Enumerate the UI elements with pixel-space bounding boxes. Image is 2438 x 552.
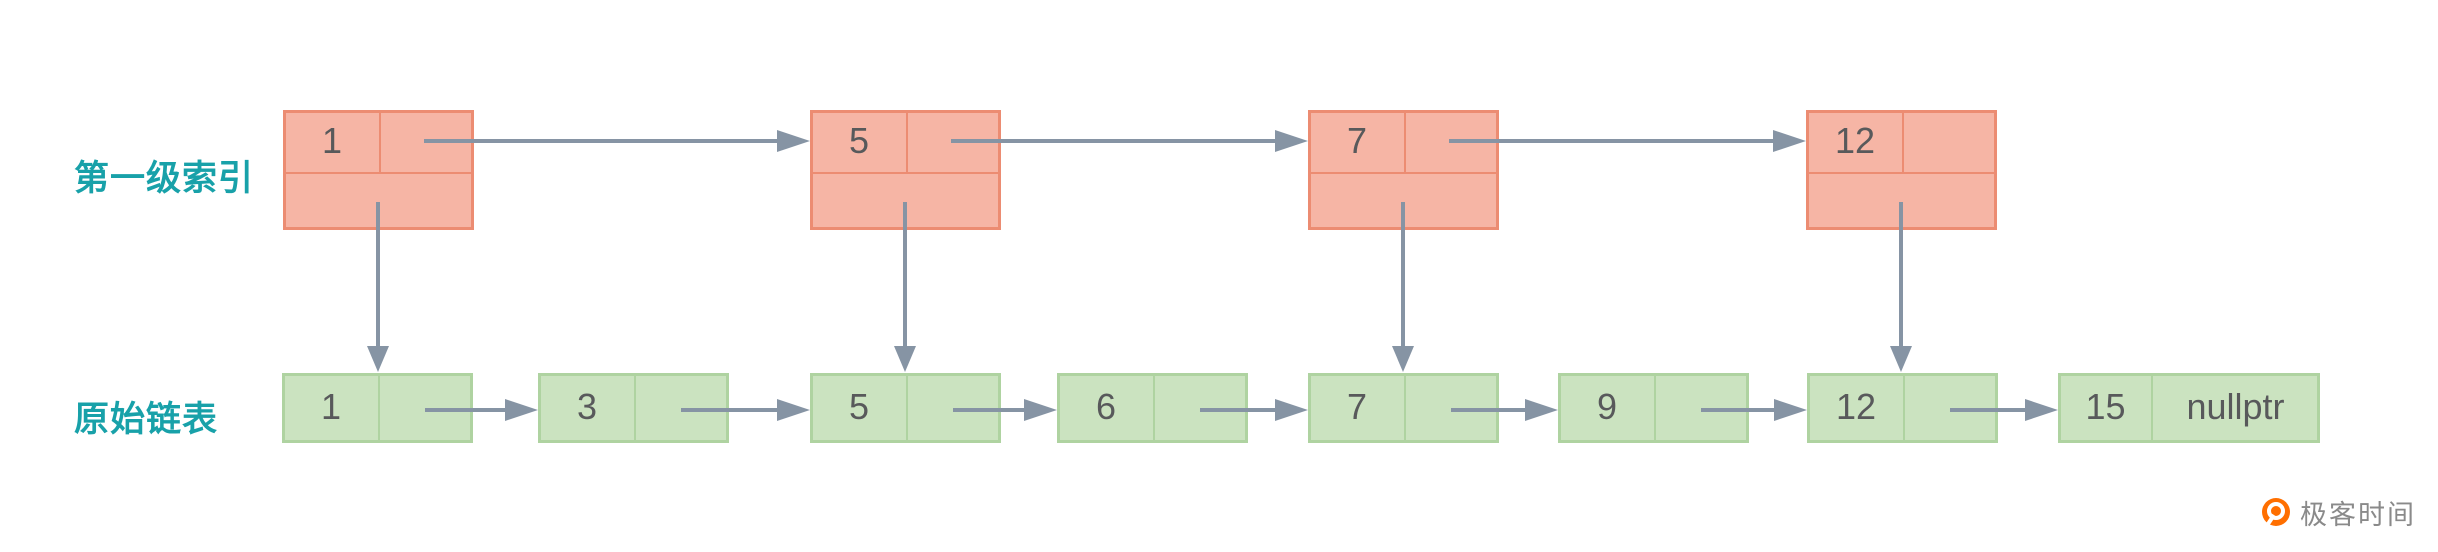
cell-divider xyxy=(1903,376,1905,440)
brand-logo: 极客时间 xyxy=(2260,493,2416,532)
cell-divider xyxy=(379,113,381,172)
base-list-label: 原始链表 xyxy=(74,400,219,439)
list-node: 15 nullptr xyxy=(2058,373,2320,443)
index-down-arrow-1 xyxy=(894,202,916,372)
list-next-arrow-5 xyxy=(1701,399,1807,421)
list-next-arrow-4 xyxy=(1451,399,1558,421)
index-down-arrow-3 xyxy=(1890,202,1912,372)
index-down-arrow-2 xyxy=(1392,202,1414,372)
list-next-arrow-3 xyxy=(1200,399,1308,421)
row-divider xyxy=(1809,172,1994,174)
cell-divider xyxy=(1404,376,1406,440)
index-down-arrow-0 xyxy=(367,202,389,372)
cell-divider xyxy=(2151,376,2153,440)
list-node-value: 3 xyxy=(576,386,598,427)
cell-divider xyxy=(906,113,908,172)
list-node-value: 9 xyxy=(1596,386,1618,427)
list-node-value: 1 xyxy=(320,386,342,427)
row-divider xyxy=(813,172,998,174)
list-node-pointer-label: nullptr xyxy=(2186,386,2285,427)
list-next-arrow-6 xyxy=(1950,399,2058,421)
cell-divider xyxy=(1902,113,1904,172)
cell-divider xyxy=(378,376,380,440)
list-node-value: 15 xyxy=(2085,386,2126,427)
list-next-arrow-2 xyxy=(953,399,1057,421)
row-divider xyxy=(1311,172,1496,174)
cell-divider xyxy=(1404,113,1406,172)
list-node-value: 12 xyxy=(1835,386,1877,427)
index-next-arrow-2 xyxy=(1449,130,1806,152)
cell-divider xyxy=(634,376,636,440)
list-node-value: 7 xyxy=(1346,386,1368,427)
index-level-label: 第一级索引 xyxy=(74,159,255,198)
geektime-logo-icon xyxy=(2262,497,2290,526)
list-node-value: 5 xyxy=(848,386,870,427)
row-divider xyxy=(286,172,471,174)
index-node-value: 1 xyxy=(321,120,343,161)
list-next-arrow-0 xyxy=(425,399,538,421)
index-next-arrow-1 xyxy=(951,130,1308,152)
index-node-value: 12 xyxy=(1834,120,1876,161)
list-node-value: 6 xyxy=(1095,386,1117,427)
cell-divider xyxy=(906,376,908,440)
index-next-arrow-0 xyxy=(424,130,810,152)
list-next-arrow-1 xyxy=(681,399,810,421)
index-node-value: 7 xyxy=(1346,120,1368,161)
cell-divider xyxy=(1153,376,1155,440)
cell-divider xyxy=(1654,376,1656,440)
index-node-value: 5 xyxy=(848,120,870,161)
geektime-logo-text: 极客时间 xyxy=(2300,500,2416,530)
index-node: 12 xyxy=(1806,110,1997,230)
